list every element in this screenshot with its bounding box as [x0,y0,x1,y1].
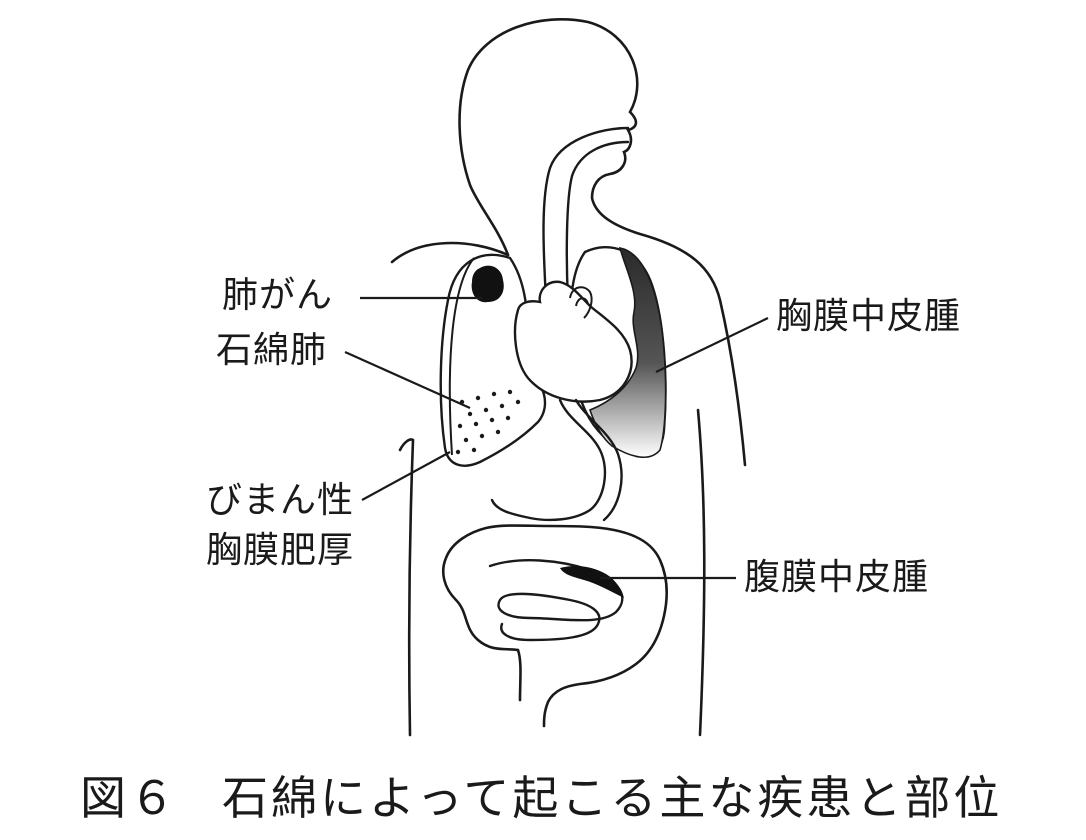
heart-vessels [569,286,593,319]
esophagus [542,126,630,302]
body-outline-right [458,18,747,467]
figure-caption: 図６ 石綿によって起こる主な疾患と部位 [80,762,1002,828]
asbestosis-dots [455,389,521,455]
figure-number: 図６ [80,771,178,825]
leader-asbestosis [344,350,471,410]
pleural-thickening-line [448,257,475,456]
torso-left-side [398,438,415,737]
label-asbestosis: 石綿肺 [216,330,328,371]
label-pleural-thickening-2: 胸膜肥厚 [206,530,355,571]
large-intestine [442,524,668,728]
label-peritoneal-mesothelioma: 腹膜中皮腫 [744,557,930,598]
torso-right-side [696,408,706,737]
label-lung-cancer: 肺がん [222,275,334,316]
figure-title: 石綿によって起こる主な疾患と部位 [222,771,1003,825]
heart [513,280,633,403]
shoulder-left [390,241,510,264]
leader-pleural-mesothelioma [655,317,769,373]
pleural-mesothelioma-shading [589,246,667,458]
lung-cancer-mass [471,265,504,303]
peritoneal-mesothelioma-mark [560,566,624,598]
label-pleural-thickening-1: びまん性 [206,480,355,521]
stomach [490,398,623,522]
label-pleural-mesothelioma: 胸膜中皮腫 [776,296,962,337]
leader-pleural-thickening [361,451,451,501]
